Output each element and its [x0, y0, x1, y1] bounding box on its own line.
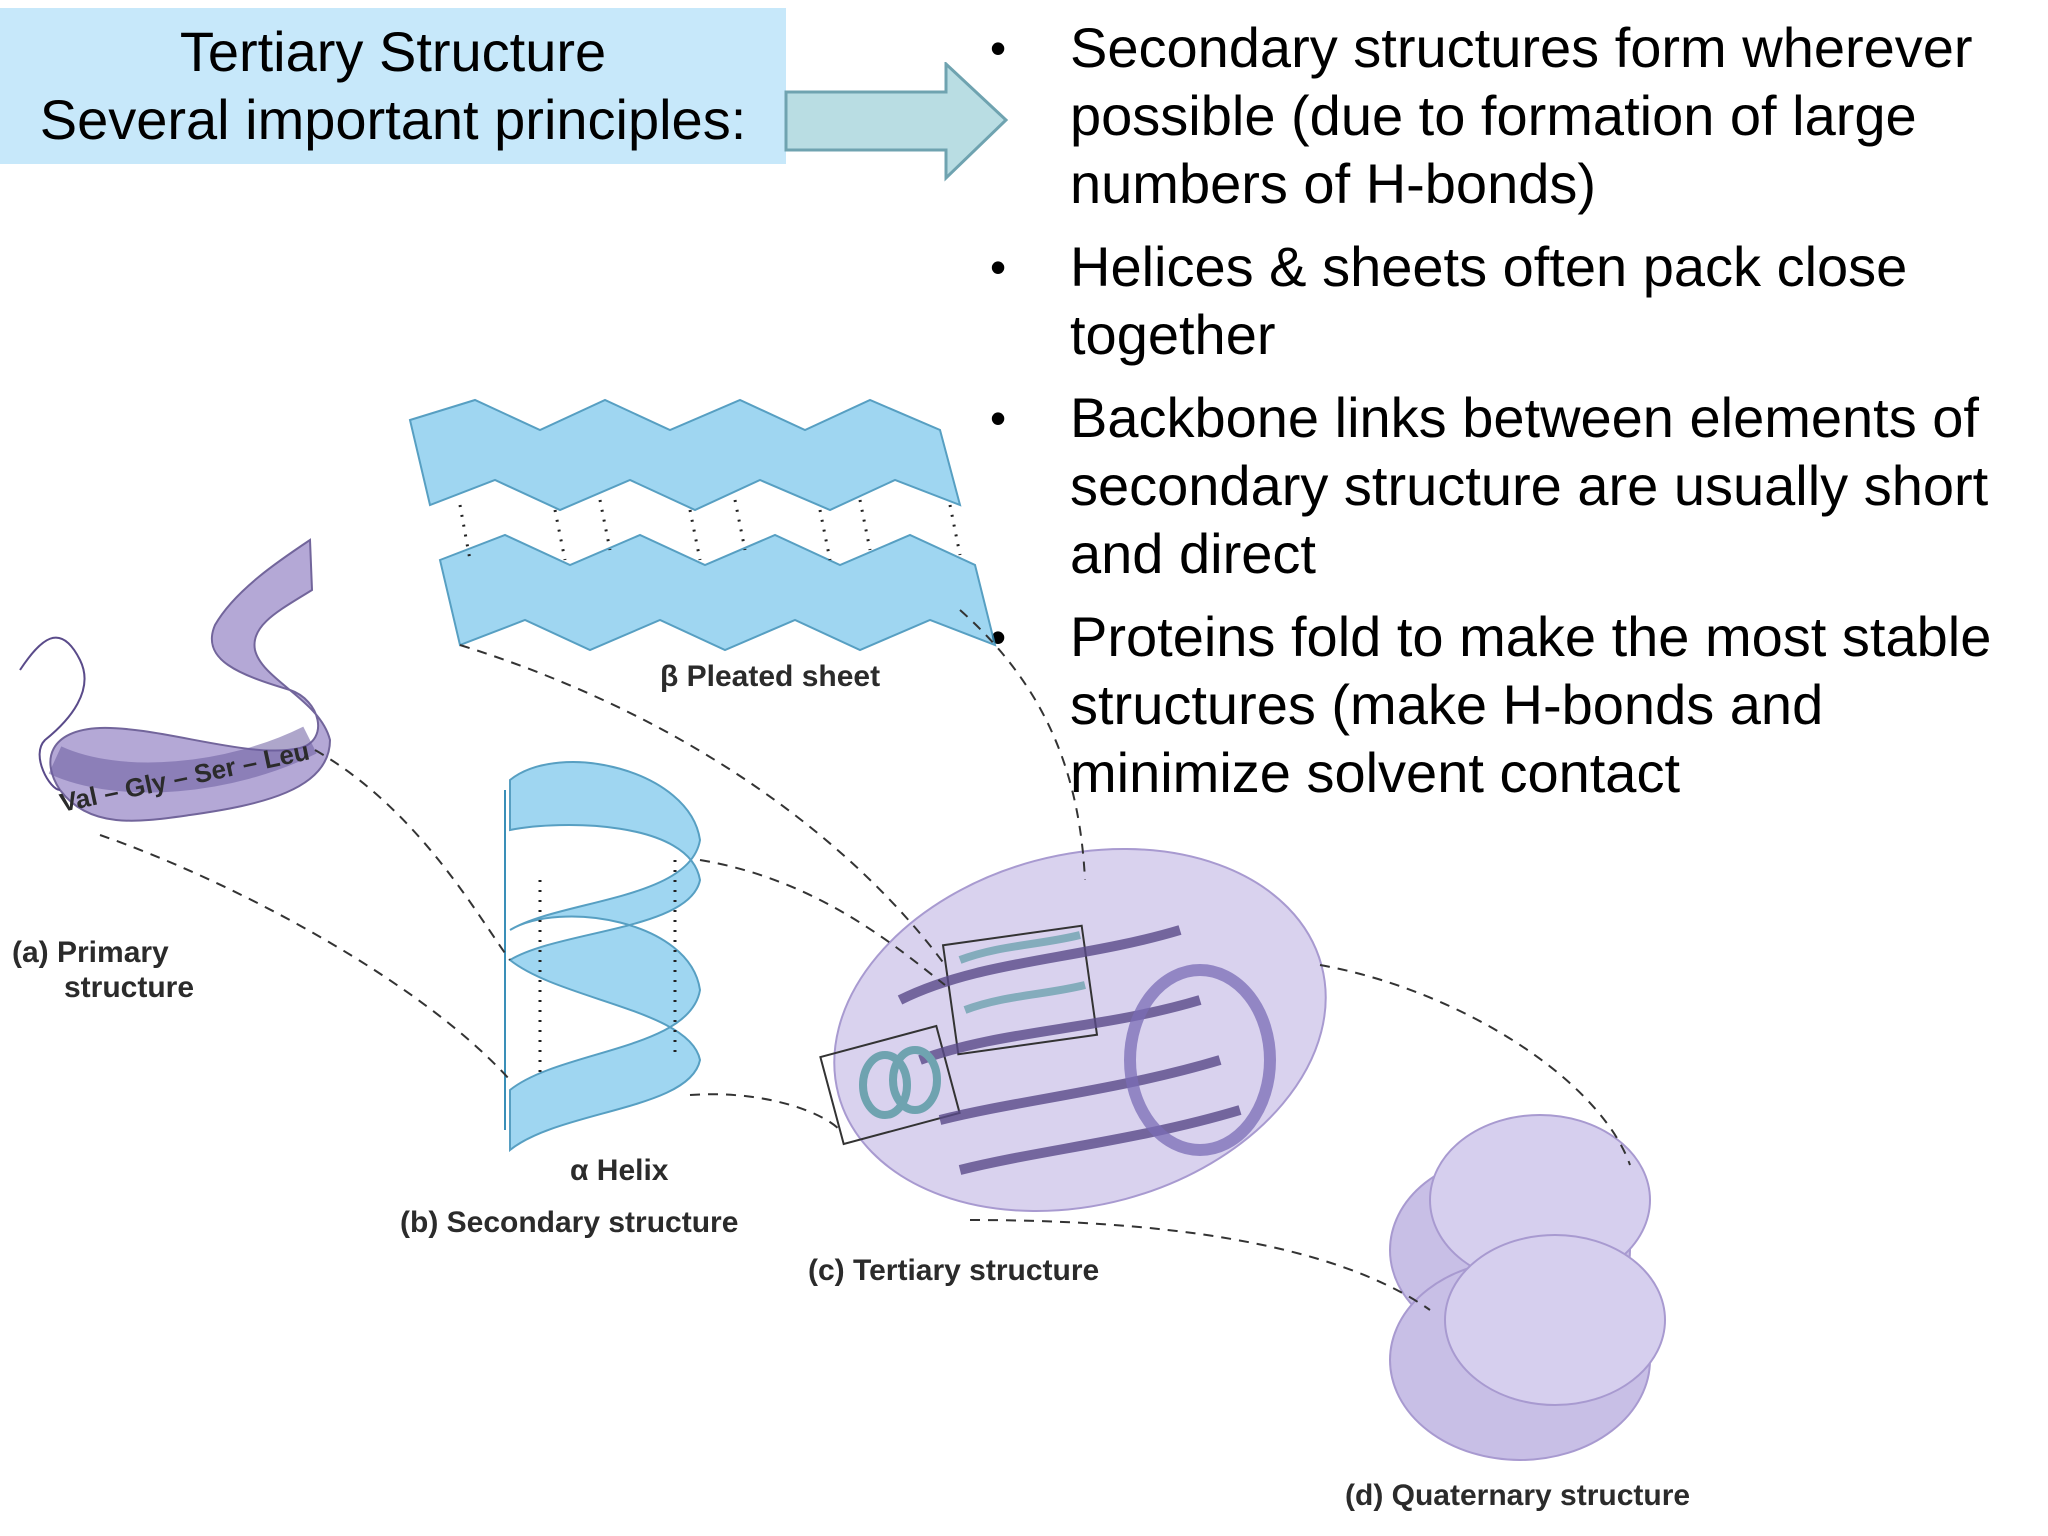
principles-list: • Secondary structures form wherever poss… — [990, 14, 2030, 822]
primary-label-line-2: structure — [64, 971, 194, 1004]
dashed-connectors — [99, 609, 1631, 1311]
bullet-text: Helices & sheets often pack close togeth… — [1070, 235, 1908, 366]
bullet-dot: • — [990, 611, 1007, 663]
secondary-structure-label: (b) Secondary structure — [400, 1206, 738, 1239]
bullet-dot: • — [990, 22, 1007, 74]
quaternary-structure-label: (d) Quaternary structure — [1345, 1479, 1690, 1512]
alpha-helix-graphic — [504, 761, 702, 1153]
bullet-item: • Proteins fold to make the most stable s… — [990, 603, 2030, 807]
beta-sheet-label: β Pleated sheet — [660, 660, 880, 693]
title-box: Tertiary Structure Several important pri… — [0, 8, 786, 164]
bullet-text: Backbone links between elements of secon… — [1070, 386, 1989, 585]
alpha-helix-label: α Helix — [570, 1154, 669, 1187]
quaternary-structure-graphic — [1389, 1114, 1666, 1461]
primary-label-line-1: (a) Primary — [12, 936, 169, 969]
beta-sheet-graphic — [408, 398, 997, 652]
bullet-item: • Helices & sheets often pack close toget… — [990, 233, 2030, 369]
bullet-item: • Backbone links between elements of seco… — [990, 384, 2030, 588]
bullet-text: Proteins fold to make the most stable st… — [1070, 605, 1992, 804]
primary-structure-ribbon — [19, 538, 332, 822]
bullet-dot: • — [990, 392, 1007, 444]
title-line-1: Tertiary Structure — [179, 20, 607, 83]
tertiary-structure-graphic — [819, 848, 1327, 1212]
title-line-2: Several important principles: — [39, 88, 747, 151]
bullet-item: • Secondary structures form wherever poss… — [990, 14, 2030, 218]
bullet-text: Secondary structures form wherever possi… — [1070, 16, 1973, 215]
bullet-dot: • — [990, 241, 1007, 293]
right-arrow-icon — [784, 62, 1009, 182]
tertiary-structure-label: (c) Tertiary structure — [808, 1254, 1099, 1287]
